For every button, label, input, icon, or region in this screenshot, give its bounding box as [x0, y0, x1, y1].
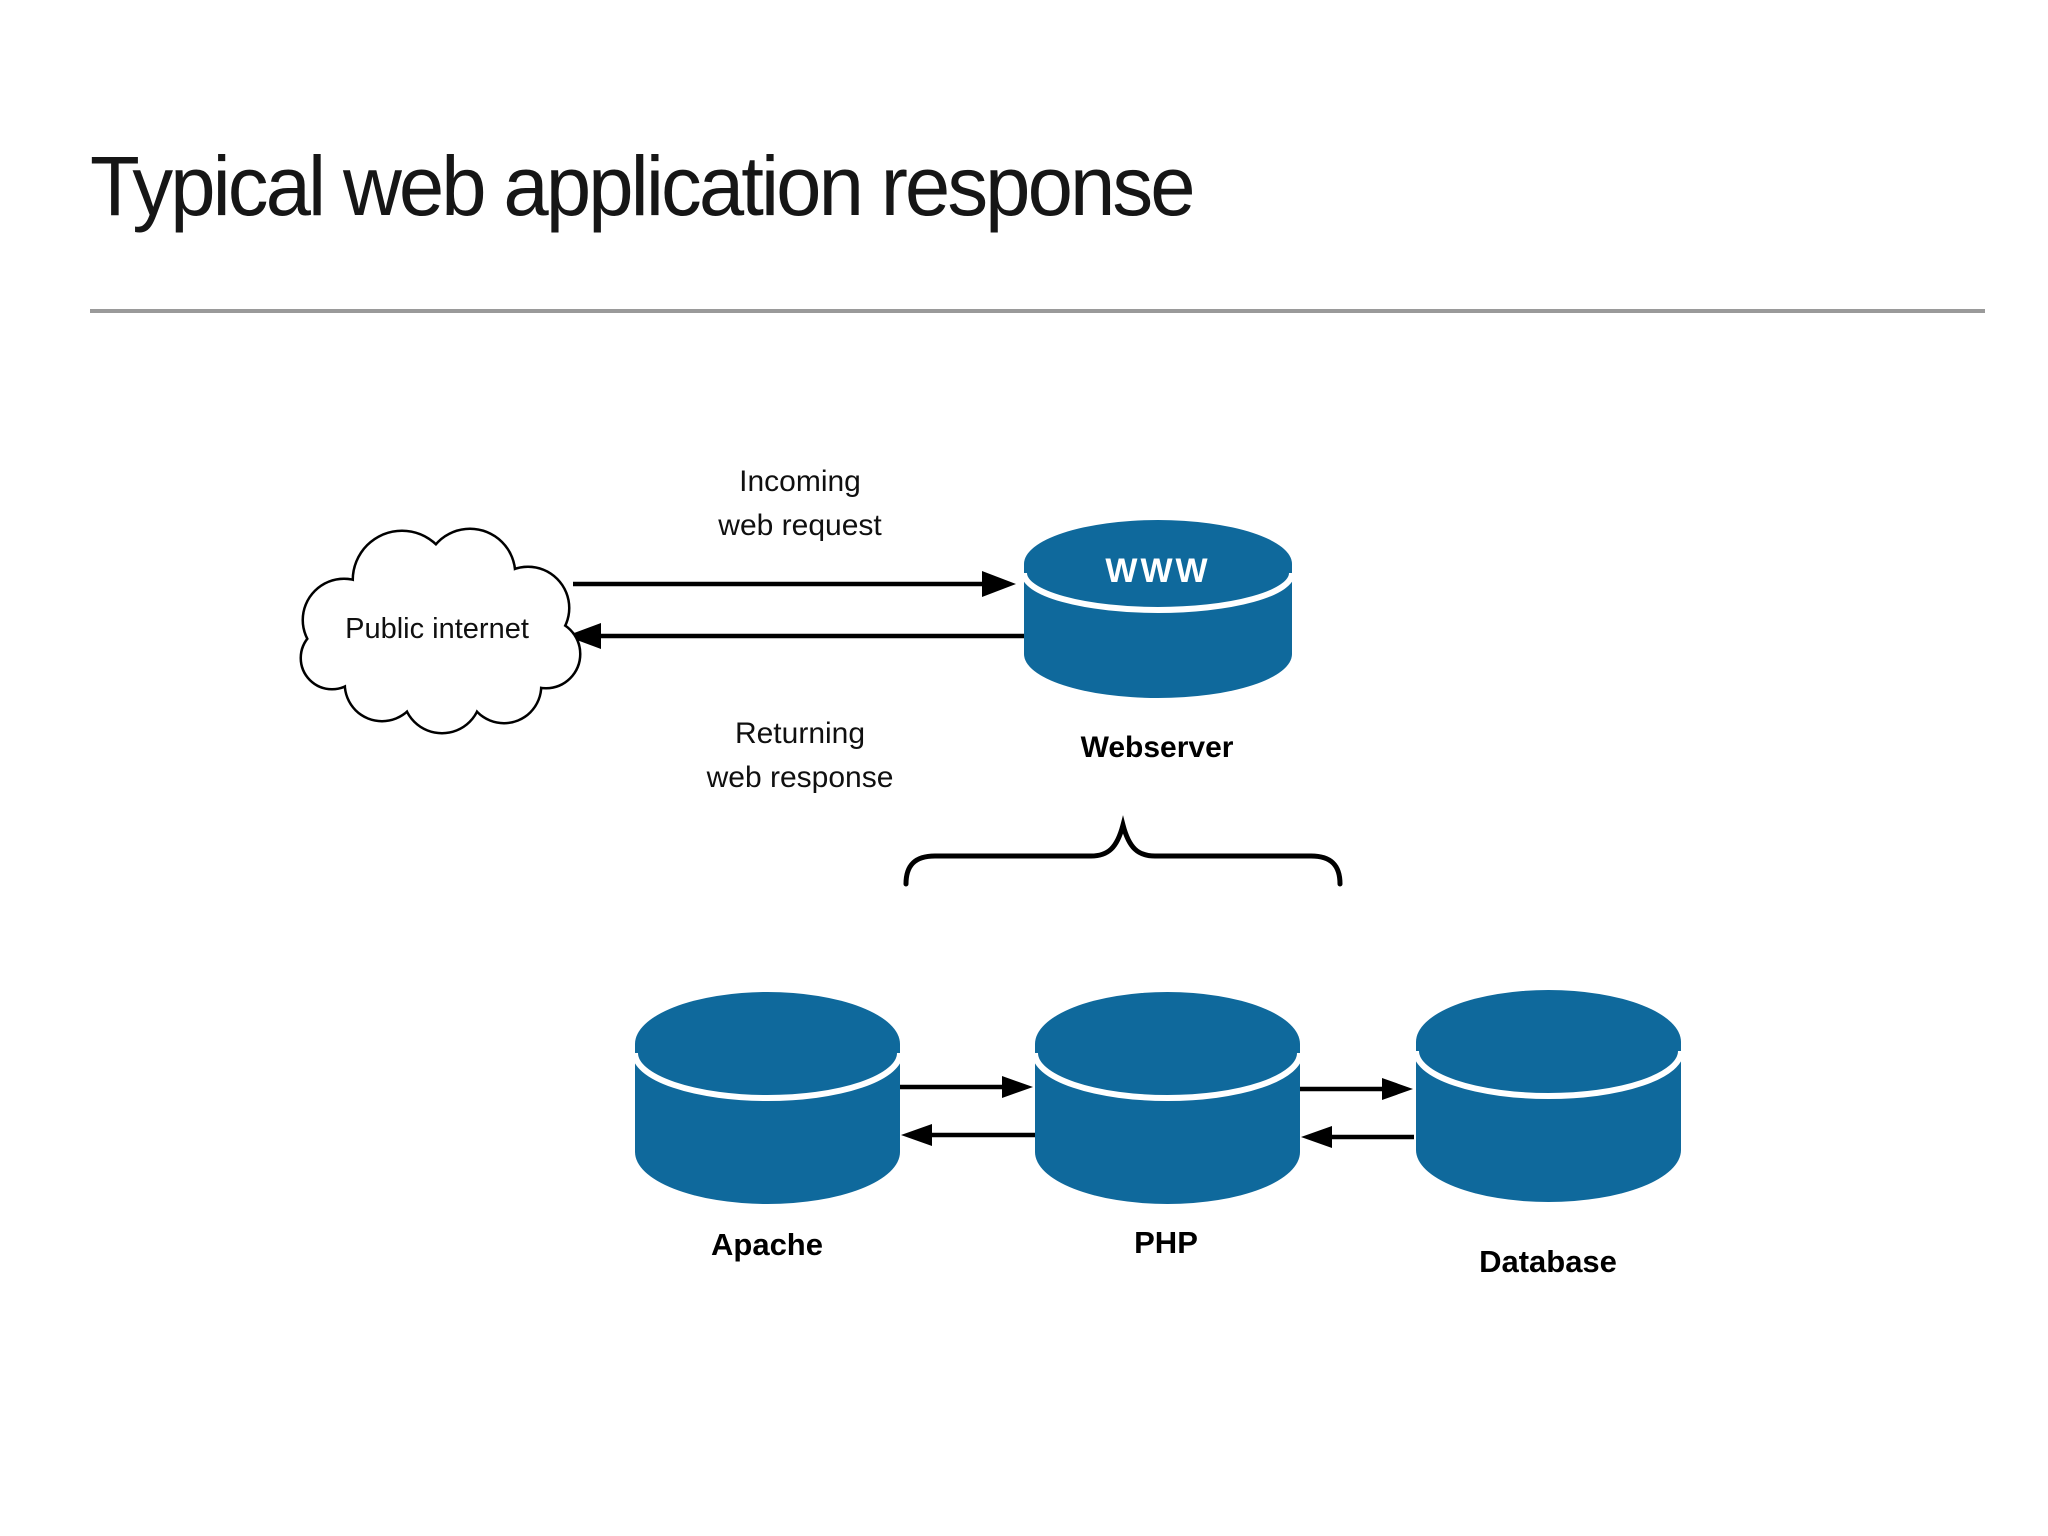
disk-icon [632, 992, 903, 1204]
returning-arrow-icon [566, 623, 1026, 649]
incoming-request-line1: Incoming [739, 465, 861, 498]
php-disk [1032, 992, 1303, 1209]
returning-response-line1: Returning [734, 717, 866, 750]
php-to-database-arrow-icon [1298, 1078, 1413, 1100]
page-title: Typical web application response [90, 139, 1196, 233]
php-caption: PHP [1134, 1225, 1198, 1260]
database-caption: Database [1479, 1244, 1617, 1279]
apache-caption: Apache [711, 1227, 823, 1262]
incoming-request-line2: web request [718, 509, 882, 542]
title-divider [90, 309, 1985, 313]
webserver-disk: WWW [1021, 520, 1295, 705]
apache-disk [632, 992, 903, 1209]
returning-response-line2: web response [706, 761, 894, 794]
webserver-caption: Webserver [1080, 731, 1234, 764]
www-label: WWW [1105, 552, 1210, 590]
disk-icon [1032, 992, 1303, 1204]
php-to-apache-arrow-icon [901, 1124, 1035, 1146]
database-disk [1413, 990, 1684, 1207]
incoming-request-label: Incoming web request [610, 460, 990, 548]
disk-icon [1413, 990, 1684, 1202]
incoming-arrow-icon [573, 571, 1016, 597]
public-internet-cloud: Public internet [290, 518, 584, 740]
cloud-icon [299, 527, 582, 735]
cloud-label: Public internet [345, 612, 529, 645]
database-to-php-arrow-icon [1301, 1126, 1414, 1148]
brace-icon [903, 815, 1343, 887]
disk-icon: WWW [1021, 520, 1295, 698]
returning-response-label: Returning web response [610, 712, 990, 800]
apache-to-php-arrow-icon [900, 1076, 1033, 1098]
